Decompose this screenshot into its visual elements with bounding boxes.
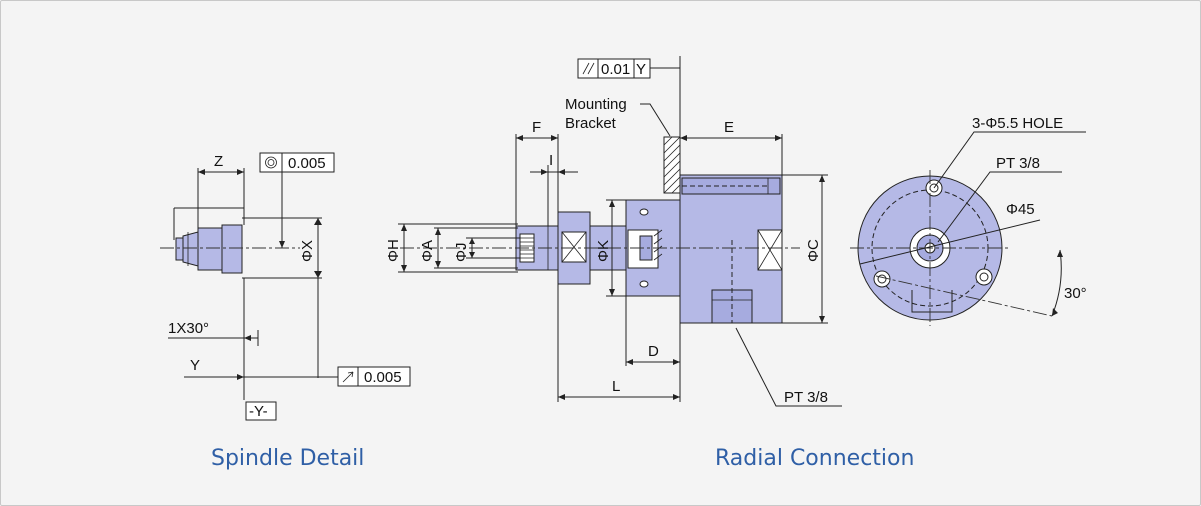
spindle-detail-view: Z 0.005 ΦX 1X30° Y 0.005 -Y-	[160, 152, 411, 421]
pt-top-label: PT 3/8	[996, 155, 1040, 172]
spindle-tip	[182, 231, 199, 267]
bracket-leader	[640, 103, 671, 137]
pt-bottom-leader	[735, 327, 842, 407]
port-cross	[757, 229, 783, 271]
phij-arrows	[469, 238, 475, 258]
collet-lines	[520, 237, 534, 259]
nut-cross	[561, 231, 587, 263]
bracket-label-2: Bracket	[565, 115, 617, 132]
phix-label: ΦX	[299, 240, 316, 262]
phij-label: ΦJ	[453, 243, 470, 262]
flange-hole-top	[639, 208, 649, 216]
pt-top-leader	[937, 171, 1062, 243]
radial-end-view: Φ45 3-Φ5.5 HOLE PT 3/8 30°	[850, 115, 1087, 326]
mount-hole-3-inner	[979, 272, 989, 282]
d-label: D	[648, 343, 659, 360]
end-angled-centerline	[875, 275, 1053, 317]
phih-label: ΦH	[385, 239, 402, 262]
l-label: L	[612, 378, 620, 395]
mount-hole-2-inner	[877, 274, 887, 284]
phik-label: ΦK	[595, 240, 612, 262]
i-label: I	[549, 152, 553, 169]
phic-label: ΦC	[805, 239, 822, 262]
caption-spindle-detail: Spindle Detail	[211, 446, 365, 471]
concentricity-symbol-outer	[265, 156, 277, 169]
parallelism-symbol	[582, 62, 595, 75]
concentricity-value: 0.005	[288, 155, 326, 172]
z-label: Z	[214, 153, 223, 170]
concentricity-symbol-inner	[267, 159, 275, 166]
coupling-hatch	[653, 229, 663, 261]
y-label: Y	[190, 357, 200, 374]
parallelism-value: 0.01	[601, 61, 630, 78]
angle-label: 30°	[1064, 285, 1087, 302]
phi45-leader	[859, 219, 1041, 265]
spindle-nose	[175, 237, 184, 261]
holes-label: 3-Φ5.5 HOLE	[972, 115, 1063, 132]
spindle-body	[221, 224, 243, 274]
f-label: F	[532, 119, 541, 136]
parallelism-datum: Y	[636, 61, 646, 78]
concentricity-arrow	[279, 241, 285, 248]
concentricity-frame	[259, 152, 335, 173]
caption-radial-connection: Radial Connection	[715, 446, 915, 471]
phi45-label: Φ45	[1006, 201, 1035, 218]
chamfer-arrow	[244, 335, 251, 341]
radial-side-view: 0.01 Y Mounting Bracket	[385, 56, 842, 407]
angle-arc	[1051, 249, 1062, 317]
angle-arrows	[1052, 250, 1063, 316]
flange-hole-bottom	[639, 280, 649, 288]
i-arrows	[541, 169, 565, 175]
phia-label: ΦA	[419, 240, 436, 262]
holes-leader	[933, 131, 1086, 189]
bracket-hatch	[663, 136, 681, 194]
chamfer-label: 1X30°	[168, 320, 209, 337]
phix-arrows	[314, 218, 322, 278]
e-label: E	[724, 119, 734, 136]
bracket-label-1: Mounting	[565, 96, 627, 113]
datum-label: -Y-	[249, 403, 268, 420]
spindle-shaft	[197, 227, 223, 271]
runout-value: 0.005	[364, 369, 402, 386]
datum-frame	[245, 401, 277, 421]
runout-symbol	[342, 371, 354, 383]
y-arrow	[237, 374, 244, 380]
end-bottom-tab	[911, 290, 953, 313]
runout-frame	[337, 366, 411, 387]
pt-bottom-label: PT 3/8	[784, 389, 828, 406]
